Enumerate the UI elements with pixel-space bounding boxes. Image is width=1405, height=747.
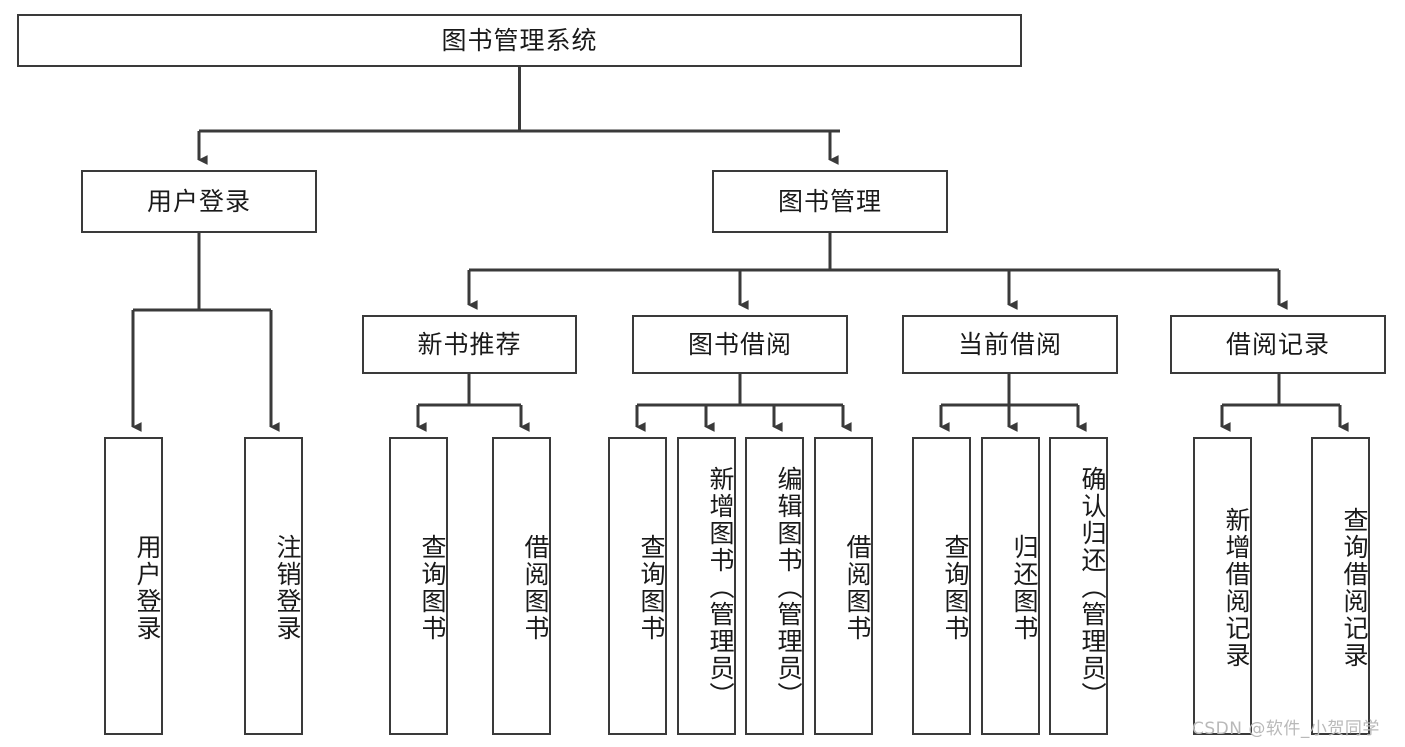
node-current-borrow[interactable]: 当前借阅: [902, 315, 1118, 374]
node-label: 查询借阅记录: [1340, 507, 1369, 669]
node-book-management-system[interactable]: 图书管理系统: [17, 14, 1022, 67]
node-label: 查询图书: [637, 534, 666, 642]
node-label: 编辑图书（管理员）: [774, 465, 803, 709]
node-label: 新书推荐: [417, 329, 522, 359]
node-label: 借阅记录: [1225, 329, 1330, 359]
leaf-book-borrow-add-book[interactable]: 新增图书（管理员）: [677, 437, 736, 735]
node-label: 确认归还（管理员）: [1078, 465, 1107, 709]
node-label: 图书管理: [777, 186, 882, 216]
leaf-book-borrow-query-book[interactable]: 查询图书: [608, 437, 667, 735]
leaf-new-book-borrow-book[interactable]: 借阅图书: [492, 437, 551, 735]
node-label: 借阅图书: [521, 534, 550, 642]
node-label: 新增借阅记录: [1222, 507, 1251, 669]
csdn-watermark: CSDN @软件_小贺同学: [1192, 719, 1380, 739]
node-user-login[interactable]: 用户登录: [81, 170, 317, 233]
node-label: 图书借阅: [687, 329, 792, 359]
node-label: 当前借阅: [957, 329, 1062, 359]
leaf-current-borrow-query-book[interactable]: 查询图书: [912, 437, 971, 735]
leaf-borrow-record-query-record[interactable]: 查询借阅记录: [1311, 437, 1370, 735]
leaf-borrow-record-add-record[interactable]: 新增借阅记录: [1193, 437, 1252, 735]
node-borrow-record[interactable]: 借阅记录: [1170, 315, 1386, 374]
node-label: 归还图书: [1010, 534, 1039, 642]
leaf-current-borrow-confirm-return[interactable]: 确认归还（管理员）: [1049, 437, 1108, 735]
leaf-book-borrow-borrow-book[interactable]: 借阅图书: [814, 437, 873, 735]
node-new-book-recommend[interactable]: 新书推荐: [362, 315, 577, 374]
node-label: 新增图书（管理员）: [706, 465, 735, 709]
leaf-current-borrow-return-book[interactable]: 归还图书: [981, 437, 1040, 735]
leaf-user-login-logout[interactable]: 注销登录: [244, 437, 303, 735]
node-label: 查询图书: [418, 534, 447, 642]
leaf-user-login-login[interactable]: 用户登录: [104, 437, 163, 735]
node-label: 用户登录: [146, 186, 251, 216]
node-label: 借阅图书: [843, 534, 872, 642]
node-label: 注销登录: [273, 534, 302, 642]
node-label: 图书管理系统: [441, 25, 598, 55]
node-label: 用户登录: [133, 534, 162, 642]
node-book-management[interactable]: 图书管理: [712, 170, 948, 233]
leaf-book-borrow-edit-book[interactable]: 编辑图书（管理员）: [745, 437, 804, 735]
node-label: 查询图书: [941, 534, 970, 642]
node-book-borrow[interactable]: 图书借阅: [632, 315, 848, 374]
leaf-new-book-query-book[interactable]: 查询图书: [389, 437, 448, 735]
